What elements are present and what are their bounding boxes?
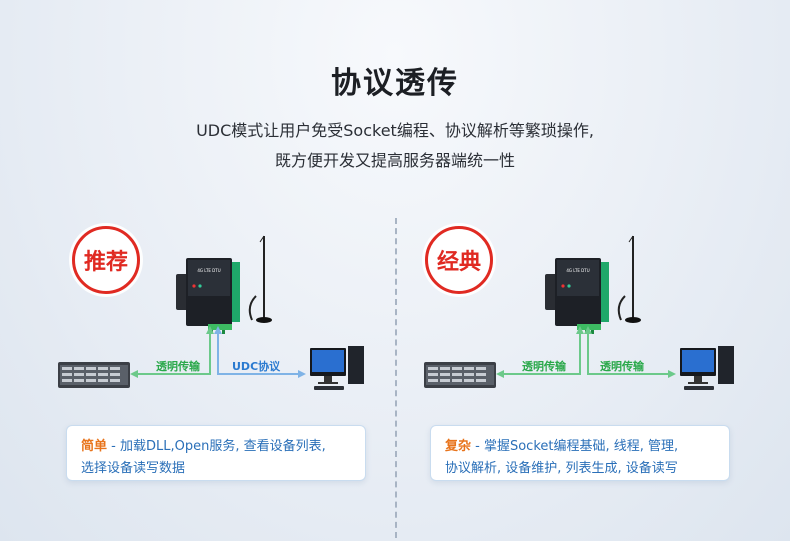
- classic-badge: 经典: [425, 226, 493, 294]
- dtu-device-right: 4G LTE DTU: [545, 235, 641, 334]
- computer-left: [310, 346, 364, 390]
- device-label-left: 4G LTE DTU: [197, 268, 220, 273]
- arrow-label-transparent-right-2: 透明传输: [600, 360, 644, 373]
- server-right: [424, 362, 496, 388]
- arrow-label-transparent-right-1: 透明传输: [522, 360, 566, 373]
- recommended-badge: 推荐: [72, 226, 140, 294]
- info-panel-right: 复杂 - 掌握Socket编程基础, 线程, 管理, 协议解析, 设备维护, 列…: [430, 425, 730, 481]
- arrow-label-udc: UDC协议: [232, 360, 281, 373]
- arrows-right: [496, 326, 676, 378]
- device-label-right: 4G LTE DTU: [566, 268, 589, 273]
- info-panel-right-text-1: - 掌握Socket编程基础, 线程, 管理,: [471, 439, 679, 454]
- keyword-simple: 简单: [81, 439, 108, 454]
- arrow-label-transparent-left: 透明传输: [156, 360, 200, 373]
- info-panel-left-text-1: - 加载DLL,Open服务, 查看设备列表,: [107, 439, 326, 454]
- recommended-badge-label: 推荐: [83, 250, 128, 275]
- info-panel-right-line-2: 协议解析, 设备维护, 列表生成, 设备读写: [445, 461, 678, 476]
- arrows-left: [130, 326, 306, 378]
- info-panel-left: 简单 - 加载DLL,Open服务, 查看设备列表, 选择设备读写数据: [66, 425, 366, 481]
- center-divider: [395, 218, 397, 538]
- info-panel-left-line-2: 选择设备读写数据: [81, 461, 186, 476]
- dtu-device-left: 4G LTE DTU: [176, 235, 272, 334]
- subtitle-line-2: 既方便开发又提高服务器端统一性: [274, 151, 515, 170]
- info-panel-right-line-1: 复杂 - 掌握Socket编程基础, 线程, 管理,: [445, 436, 715, 458]
- subtitle-line-1: UDC模式让用户免受Socket编程、协议解析等繁琐操作,: [196, 121, 594, 140]
- classic-badge-label: 经典: [436, 250, 481, 275]
- server-left: [58, 362, 130, 388]
- keyword-complex: 复杂: [445, 439, 472, 454]
- page-title: 协议透传: [331, 66, 459, 101]
- computer-right: [680, 346, 734, 390]
- info-panel-left-line-1: 简单 - 加载DLL,Open服务, 查看设备列表,: [81, 436, 351, 458]
